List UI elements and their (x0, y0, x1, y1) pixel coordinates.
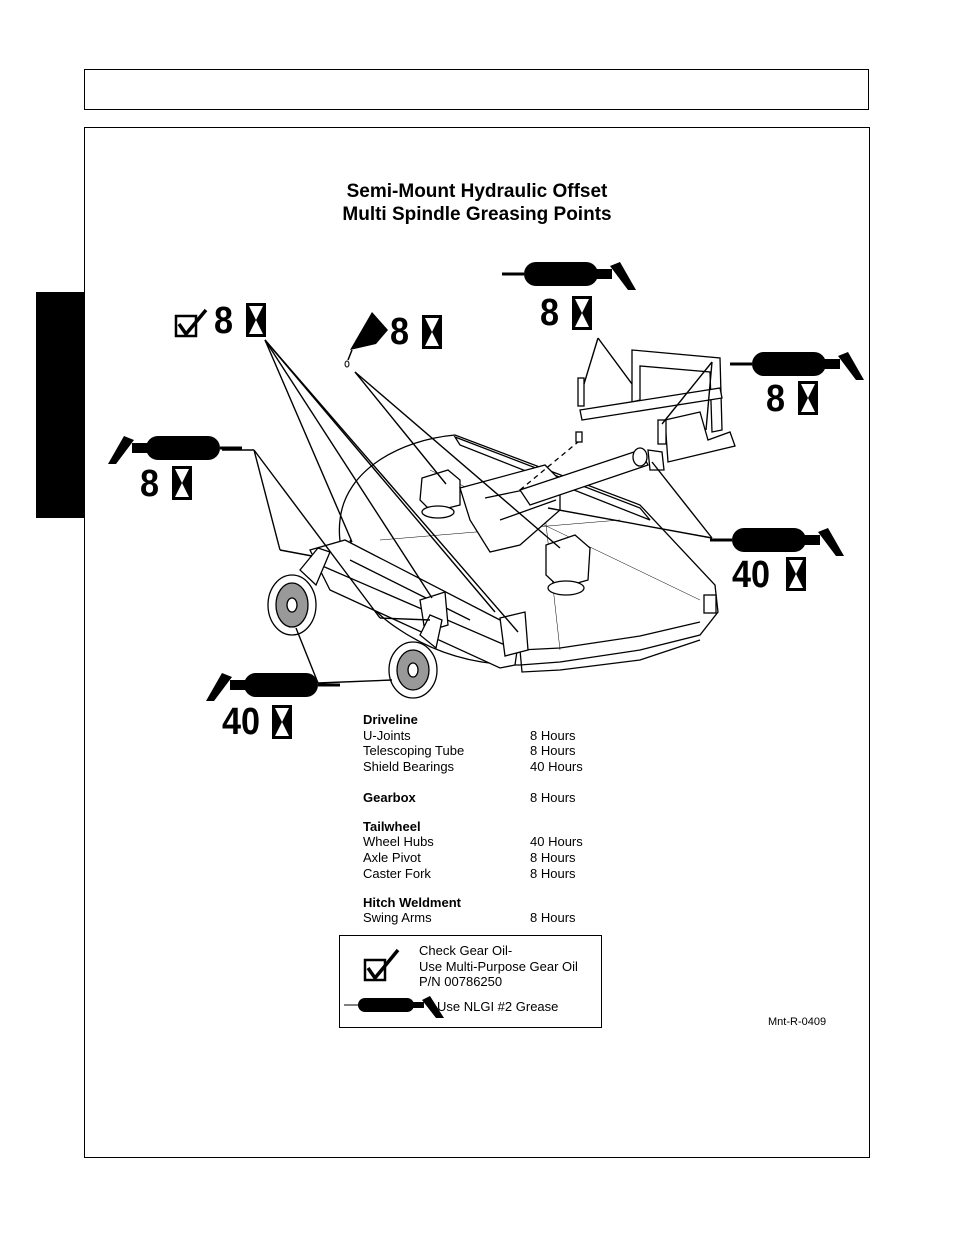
gearbox-assembly (419, 447, 665, 596)
interval-label: 8 (766, 378, 786, 420)
figure-title-line1: Semi-Mount Hydraulic Offset (346, 181, 608, 202)
legend-check-line3: P/N 00786250 (419, 974, 503, 989)
interval-label: 8 (214, 300, 234, 342)
page-header-box (84, 69, 869, 110)
interval-label: 40 (732, 554, 771, 596)
hourglass-icon (422, 315, 442, 349)
legend-grease-text: Use NLGI #2 Grease (437, 999, 559, 1014)
hourglass-icon (572, 296, 592, 330)
leader-lines (222, 337, 713, 684)
grease-gun-icon (708, 526, 846, 558)
check-box-icon (174, 308, 208, 338)
figure-code: Mnt-R-0409 (768, 1016, 827, 1028)
interval-label: 40 (222, 701, 261, 743)
oil-can-icon (344, 312, 388, 368)
hourglass-icon (272, 705, 292, 739)
interval-label: 8 (390, 311, 410, 353)
check-box-icon (363, 948, 400, 982)
legend-check-line1: Check Gear Oil- (419, 943, 513, 958)
figure-title-line2: Multi Spindle Greasing Points (342, 204, 612, 225)
interval-label: 8 (140, 463, 160, 505)
hitch-weldment (519, 349, 736, 491)
hourglass-icon (246, 303, 266, 337)
figure-frame (84, 127, 870, 1158)
legend-check-line2: Use Multi-Purpose Gear Oil (419, 959, 578, 974)
grease-gun-icon (204, 671, 342, 703)
hourglass-icon (786, 557, 806, 591)
hourglass-icon (172, 466, 192, 500)
legend-box: Check Gear Oil- Use Multi-Purpose Gear O… (339, 935, 602, 1028)
grease-gun-icon (106, 434, 244, 466)
grease-gun-icon (500, 260, 638, 292)
section-side-tab (36, 292, 84, 518)
grease-gun-icon (344, 996, 444, 1018)
hourglass-icon (798, 381, 818, 415)
grease-gun-icon (728, 350, 866, 382)
interval-label: 8 (540, 292, 560, 334)
